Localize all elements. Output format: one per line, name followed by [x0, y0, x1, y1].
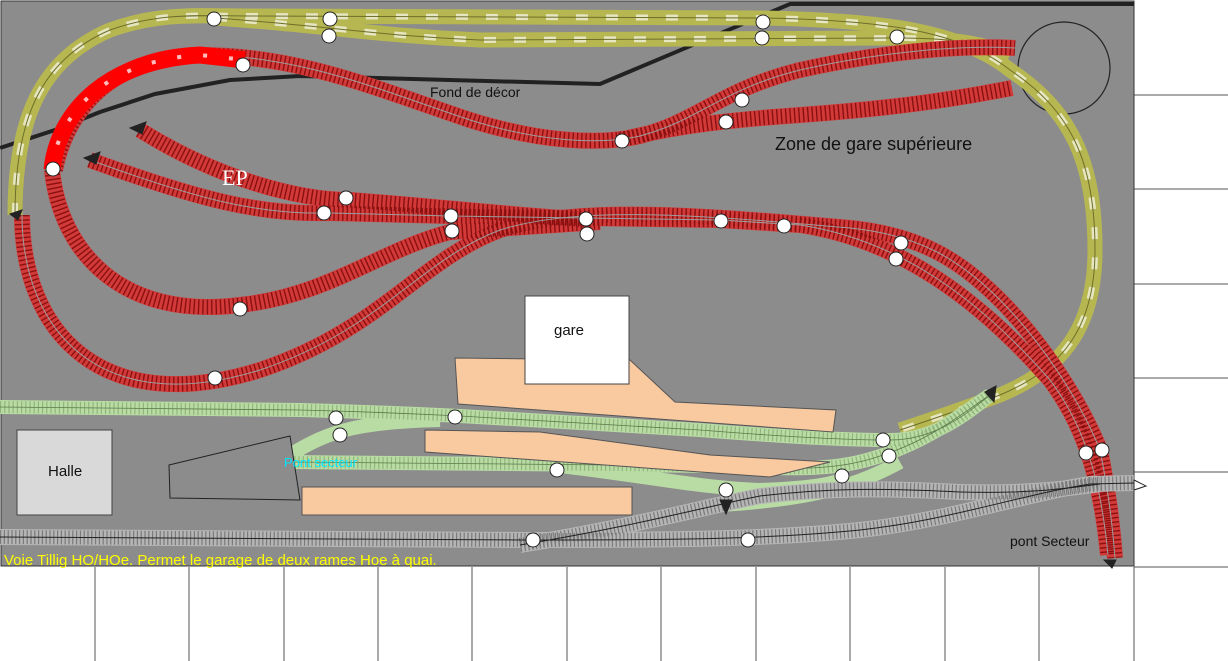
turnout-marker — [734, 92, 750, 108]
station-label: gare — [554, 322, 584, 339]
turnout-marker — [328, 410, 344, 426]
ep-label: EP — [222, 165, 248, 190]
track-end-marker — [719, 499, 733, 516]
turnout-marker — [755, 14, 771, 30]
turnout-marker — [316, 205, 332, 221]
turnout-marker — [1078, 445, 1094, 461]
sector-bridge-small-label: Pont secteur — [284, 455, 358, 470]
grey-track-group — [0, 475, 1135, 553]
track-end-marker — [128, 121, 147, 135]
turnout-marker — [338, 190, 354, 206]
hall-label: Halle — [48, 463, 82, 480]
turnout-marker — [206, 11, 222, 27]
turnout-marker — [579, 226, 595, 242]
backdrop-label: Fond de décor — [430, 84, 521, 100]
turnout-marker — [718, 482, 734, 498]
turnout-marker — [321, 28, 337, 44]
turnout-marker — [1094, 442, 1110, 458]
turnout-marker — [776, 218, 792, 234]
track-end-marker — [1133, 479, 1148, 491]
turnout-marker — [45, 161, 61, 177]
turnout-markers — [45, 11, 1110, 548]
turnout-marker — [207, 370, 223, 386]
turnout-marker — [578, 211, 594, 227]
track-end-marker — [1102, 559, 1117, 569]
turnout-marker — [235, 57, 251, 73]
track-end-marker — [8, 209, 23, 221]
turnout-marker — [322, 11, 338, 27]
upper-station-zone-label: Zone de gare supérieure — [775, 134, 972, 154]
platforms-group — [301, 357, 837, 516]
track-end-markers — [8, 121, 1148, 569]
turnout-marker — [447, 409, 463, 425]
sector-bridge-label: pont Secteur — [1010, 533, 1090, 549]
turnout-marker — [888, 251, 904, 267]
turnout-marker — [834, 468, 850, 484]
hall-building — [16, 429, 113, 516]
platform-middle — [424, 429, 831, 478]
track-end-marker — [984, 385, 997, 404]
caption: Voie Tillig HO/HOe. Permet le garage de … — [4, 552, 437, 569]
turnout-marker — [232, 301, 248, 317]
turnout-marker — [525, 532, 541, 548]
turnout-marker — [444, 223, 460, 239]
track-end-marker — [82, 151, 101, 165]
turnout-marker — [889, 29, 905, 45]
turnout-marker — [718, 114, 734, 130]
turnout-marker — [332, 427, 348, 443]
turnout-marker — [443, 208, 459, 224]
turntable — [1017, 21, 1111, 115]
platform-lower — [301, 486, 633, 516]
station-building — [524, 295, 630, 385]
turnout-marker — [754, 30, 770, 46]
turnout-marker — [740, 532, 756, 548]
turnout-marker — [549, 462, 565, 478]
turnout-marker — [881, 448, 897, 464]
turnout-marker — [713, 213, 729, 229]
turnout-marker — [875, 432, 891, 448]
turnout-marker — [893, 235, 909, 251]
sector-plate — [168, 435, 301, 501]
turnout-marker — [614, 133, 630, 149]
